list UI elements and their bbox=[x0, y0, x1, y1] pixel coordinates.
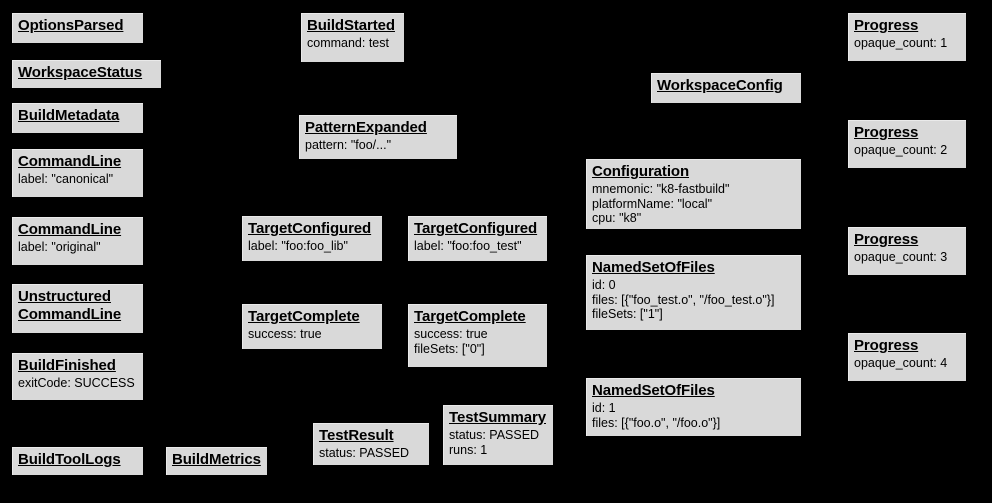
node-title: TargetConfigured bbox=[414, 220, 538, 237]
node-properties: pattern: "foo/..." bbox=[305, 138, 451, 153]
node-property: platformName: "local" bbox=[592, 196, 713, 211]
node-title: TargetConfigured bbox=[248, 220, 372, 237]
node-properties: opaque_count: 3 bbox=[854, 250, 960, 265]
node-property: success: true bbox=[248, 326, 322, 341]
node-title: PatternExpanded bbox=[305, 119, 427, 136]
node-property: status: PASSED bbox=[449, 427, 540, 442]
node-property: id: 0 bbox=[592, 277, 616, 292]
node-properties: label: "foo:foo_lib" bbox=[248, 239, 376, 254]
node-property: opaque_count: 2 bbox=[854, 142, 948, 157]
node-property: mnemonic: "k8-fastbuild" bbox=[592, 181, 730, 196]
node-workspace-config[interactable]: WorkspaceConfig bbox=[650, 72, 802, 104]
node-build-metrics[interactable]: BuildMetrics bbox=[165, 446, 268, 476]
node-property: label: "foo:foo_test" bbox=[414, 238, 522, 253]
node-title: BuildMetrics bbox=[172, 451, 261, 468]
node-properties: label: "canonical" bbox=[18, 172, 137, 187]
node-title: OptionsParsed bbox=[18, 17, 124, 34]
node-property: runs: 1 bbox=[449, 442, 488, 457]
node-property: fileSets: ["1"] bbox=[592, 307, 663, 322]
node-title: CommandLine bbox=[18, 221, 122, 238]
node-property: command: test bbox=[307, 35, 389, 50]
node-title: WorkspaceConfig bbox=[657, 77, 783, 94]
node-title: TargetComplete bbox=[248, 308, 360, 325]
node-title: Progress bbox=[854, 124, 919, 141]
node-build-metadata[interactable]: BuildMetadata bbox=[11, 102, 144, 134]
node-property: exitCode: SUCCESS bbox=[18, 375, 135, 390]
node-properties: opaque_count: 1 bbox=[854, 36, 960, 51]
node-property: label: "canonical" bbox=[18, 171, 114, 186]
node-property: label: "foo:foo_lib" bbox=[248, 238, 348, 253]
node-property: status: PASSED bbox=[319, 445, 410, 460]
node-title: Configuration bbox=[592, 163, 690, 180]
node-property: label: "original" bbox=[18, 239, 101, 254]
node-property: success: true bbox=[414, 326, 488, 341]
node-title: NamedSetOfFiles bbox=[592, 259, 715, 276]
node-property: id: 1 bbox=[592, 400, 616, 415]
node-properties: status: PASSED bbox=[319, 446, 423, 461]
node-property: files: [{"foo.o", "/foo.o"}] bbox=[592, 415, 721, 430]
node-property: files: [{"foo_test.o", "/foo_test.o"}] bbox=[592, 292, 775, 307]
node-workspace-status[interactable]: WorkspaceStatus bbox=[11, 59, 162, 89]
node-properties: command: test bbox=[307, 36, 398, 51]
node-options-parsed[interactable]: OptionsParsed bbox=[11, 12, 144, 44]
node-title: BuildStarted bbox=[307, 17, 395, 34]
node-build-tool-logs[interactable]: BuildToolLogs bbox=[11, 446, 144, 476]
node-property: opaque_count: 4 bbox=[854, 355, 948, 370]
node-title: Progress bbox=[854, 17, 919, 34]
node-properties: success: true bbox=[248, 327, 376, 342]
node-title: BuildToolLogs bbox=[18, 451, 121, 468]
node-title: WorkspaceStatus bbox=[18, 64, 143, 81]
node-title: BuildFinished bbox=[18, 357, 116, 374]
node-title: BuildMetadata bbox=[18, 107, 120, 124]
node-property: pattern: "foo/..." bbox=[305, 137, 392, 152]
node-title: TargetComplete bbox=[414, 308, 526, 325]
node-properties: mnemonic: "k8-fastbuild"platformName: "l… bbox=[592, 182, 795, 226]
node-properties: opaque_count: 4 bbox=[854, 356, 960, 371]
node-properties: label: "original" bbox=[18, 240, 137, 255]
node-property: fileSets: ["0"] bbox=[414, 341, 485, 356]
node-title: Unstructured CommandLine bbox=[18, 288, 122, 323]
node-title: TestSummary bbox=[449, 409, 546, 426]
node-properties: exitCode: SUCCESS bbox=[18, 376, 137, 391]
node-title: CommandLine bbox=[18, 153, 122, 170]
node-properties: opaque_count: 2 bbox=[854, 143, 960, 158]
node-properties: label: "foo:foo_test" bbox=[414, 239, 541, 254]
node-title: NamedSetOfFiles bbox=[592, 382, 715, 399]
node-property: opaque_count: 1 bbox=[854, 35, 948, 50]
node-unstructured-command-line[interactable]: Unstructured CommandLine bbox=[11, 283, 144, 334]
node-title: Progress bbox=[854, 337, 919, 354]
node-property: cpu: "k8" bbox=[592, 211, 642, 226]
node-title: TestResult bbox=[319, 427, 394, 444]
node-property: opaque_count: 3 bbox=[854, 249, 948, 264]
node-title: Progress bbox=[854, 231, 919, 248]
